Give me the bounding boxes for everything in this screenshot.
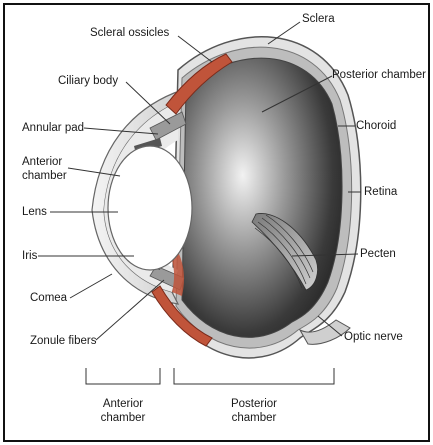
- label-pecten: Pecten: [360, 248, 396, 261]
- label-posterior-chamber: Posterior chamber: [332, 69, 426, 82]
- label-optic-nerve: Optic nerve: [344, 331, 403, 344]
- label-zonule-fibers: Zonule fibers: [30, 335, 96, 348]
- label-bottom-posterior-2: chamber: [214, 412, 294, 425]
- vitreous-chamber: [182, 58, 342, 337]
- label-bottom-anterior-1: Anterior: [86, 398, 160, 411]
- label-cornea: Comea: [30, 292, 67, 305]
- label-scleral-ossicles: Scleral ossicles: [90, 27, 169, 40]
- label-ciliary-body: Ciliary body: [58, 75, 118, 88]
- label-annular-pad: Annular pad: [22, 122, 84, 135]
- label-retina: Retina: [364, 186, 397, 199]
- lens: [108, 146, 192, 270]
- label-lens: Lens: [22, 206, 47, 219]
- label-iris: Iris: [22, 250, 37, 263]
- label-anterior-chamber-1: Anterior: [22, 156, 62, 169]
- label-bottom-anterior-2: chamber: [86, 412, 160, 425]
- label-bottom-posterior-1: Posterior: [214, 398, 294, 411]
- label-choroid: Choroid: [356, 120, 396, 133]
- label-sclera: Sclera: [302, 13, 335, 26]
- label-anterior-chamber-2: chamber: [22, 170, 67, 183]
